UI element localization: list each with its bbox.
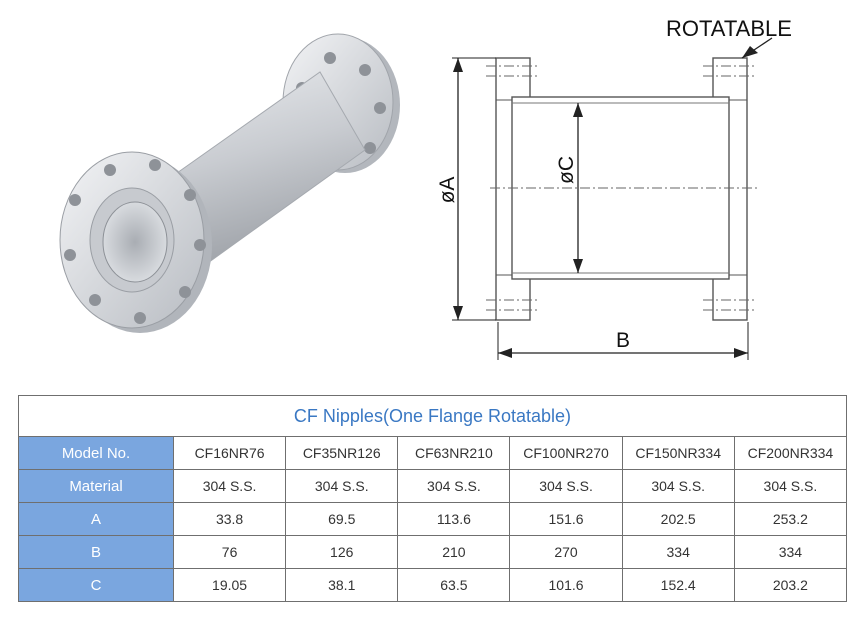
- table-cell: 126: [285, 535, 399, 569]
- table-cell: 203.2: [733, 568, 848, 602]
- table-cell: 334: [733, 535, 848, 569]
- table-title: CF Nipples(One Flange Rotatable): [18, 395, 847, 437]
- table-cell: 304 S.S.: [509, 469, 623, 503]
- table-cell: CF63NR210: [397, 436, 511, 470]
- table-cell: CF100NR270: [509, 436, 623, 470]
- table-cell: 270: [509, 535, 623, 569]
- table-row-a: A 33.8 69.5 113.6 151.6 202.5 253.2: [18, 502, 848, 536]
- table-cell: CF150NR334: [621, 436, 735, 470]
- table-row-b: B 76 126 210 270 334 334: [18, 535, 848, 569]
- table-row-c: C 19.05 38.1 63.5 101.6 152.4 203.2: [18, 568, 848, 602]
- row-header-b: B: [18, 535, 174, 569]
- table-cell: CF200NR334: [733, 436, 848, 470]
- table-cell: 101.6: [509, 568, 623, 602]
- table-cell: 152.4: [621, 568, 735, 602]
- table-cell: 33.8: [172, 502, 287, 536]
- table-cell: CF16NR76: [172, 436, 287, 470]
- spec-table: CF Nipples(One Flange Rotatable) Model N…: [18, 395, 848, 602]
- row-header-material: Material: [18, 469, 174, 503]
- table-title-row: CF Nipples(One Flange Rotatable): [18, 395, 847, 437]
- dimension-drawing: øA øC B ROTATABLE: [436, 16, 792, 360]
- row-header-model: Model No.: [18, 436, 174, 470]
- table-cell: 304 S.S.: [621, 469, 735, 503]
- table-cell: 113.6: [397, 502, 511, 536]
- table-cell: 304 S.S.: [172, 469, 287, 503]
- table-cell: 304 S.S.: [285, 469, 399, 503]
- row-header-a: A: [18, 502, 174, 536]
- table-cell: 253.2: [733, 502, 848, 536]
- dimension-a-label: øA: [436, 177, 459, 204]
- table-row-model: Model No. CF16NR76 CF35NR126 CF63NR210 C…: [18, 436, 848, 470]
- dimension-b-label: B: [616, 329, 630, 352]
- table-cell: 19.05: [172, 568, 287, 602]
- table-cell: CF35NR126: [285, 436, 399, 470]
- table-cell: 304 S.S.: [733, 469, 848, 503]
- table-cell: 38.1: [285, 568, 399, 602]
- table-cell: 202.5: [621, 502, 735, 536]
- table-cell: 76: [172, 535, 287, 569]
- table-cell: 210: [397, 535, 511, 569]
- table-cell: 334: [621, 535, 735, 569]
- rotatable-callout: ROTATABLE: [666, 16, 792, 41]
- dimension-c-label: øC: [555, 156, 578, 184]
- table-cell: 63.5: [397, 568, 511, 602]
- cf-nipple-render-image: [59, 33, 400, 333]
- row-header-c: C: [18, 568, 174, 602]
- table-row-material: Material 304 S.S. 304 S.S. 304 S.S. 304 …: [18, 469, 848, 503]
- table-cell: 151.6: [509, 502, 623, 536]
- table-cell: 304 S.S.: [397, 469, 511, 503]
- product-figure: øA øC B ROTATABLE: [59, 16, 792, 360]
- table-cell: 69.5: [285, 502, 399, 536]
